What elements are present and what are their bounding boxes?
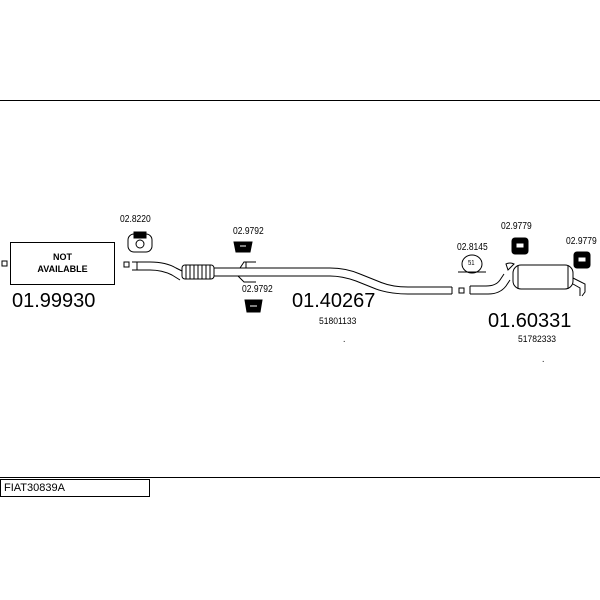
drawing-code: FIAT30839A [0, 479, 150, 497]
hanger-upper-icon [233, 241, 253, 253]
label-clamp-rear: 02.8145 [457, 242, 488, 253]
part-number-rear: 01.60331 [488, 310, 572, 332]
drawing-frame [0, 100, 600, 478]
part-number-front: 01.99930 [12, 290, 96, 312]
label-hanger-upper: 02.9792 [233, 226, 264, 237]
front-pipe-marker [123, 261, 130, 268]
middle-pipe [132, 261, 453, 295]
label-clamp-front: 02.8220 [120, 214, 151, 225]
rear-silencer [469, 262, 586, 297]
not-available-line-1: NOT [53, 252, 72, 262]
dot-mark-middle: . [343, 334, 346, 345]
oem-number-rear: 51782333 [518, 334, 557, 345]
rear-pipe-marker [458, 287, 465, 294]
label-rubber-left: 02.9779 [501, 221, 532, 232]
clamp-front-icon [127, 231, 153, 253]
front-end-marker [1, 260, 8, 267]
rubber-mount-right-icon [573, 251, 591, 269]
label-rubber-right: 02.9779 [566, 236, 597, 247]
label-hanger-lower: 02.9792 [242, 284, 273, 295]
oem-number-middle: 51801133 [319, 316, 357, 327]
not-available-line-2: AVAILABLE [37, 264, 88, 274]
not-available-box: NOT AVAILABLE [10, 242, 115, 285]
clamp-rear-icon [458, 254, 486, 274]
rubber-mount-left-icon [511, 237, 529, 255]
part-number-middle: 01.40267 [292, 290, 376, 312]
hanger-lower-icon [244, 299, 263, 313]
dot-mark-rear: . [542, 354, 545, 365]
clamp-rear-mark: 51 [468, 260, 475, 267]
